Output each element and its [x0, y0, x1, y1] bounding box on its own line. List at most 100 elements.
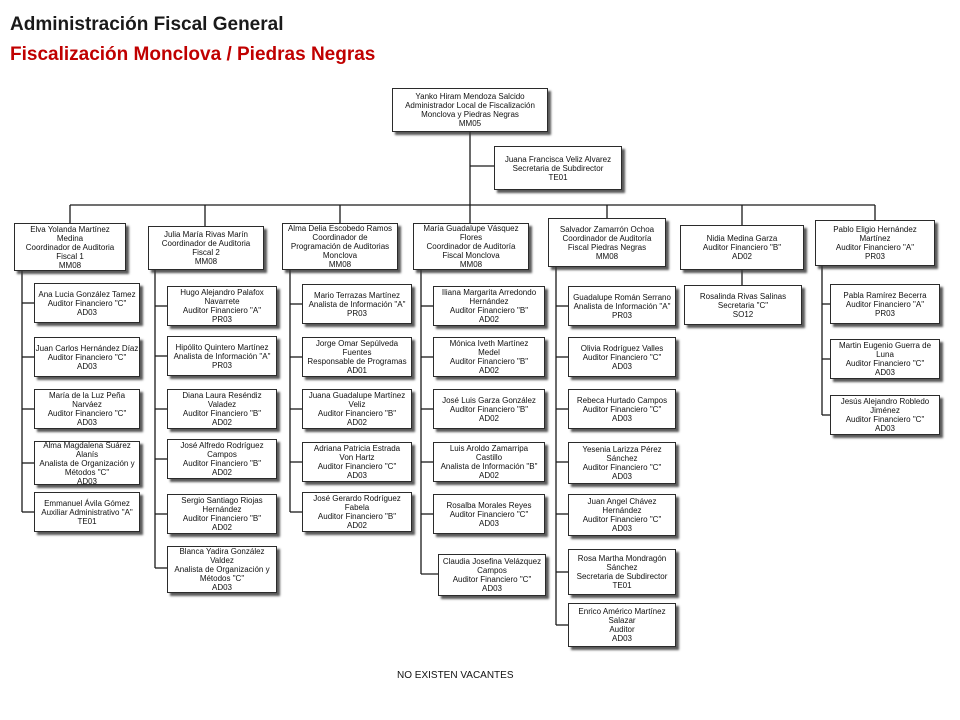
node-text-line: PR03: [346, 308, 367, 318]
node-text-line: PR03: [211, 360, 232, 370]
node-text-line: Coordinador de Auditoria: [161, 239, 251, 248]
node-text-line: Alanís: [75, 449, 99, 459]
node-text-line: AD02: [346, 418, 367, 427]
node-text-line: Iliana Margarita Arredondo: [441, 288, 537, 297]
node-text-line: Claudia Josefina Velázquez: [442, 557, 542, 566]
node-text-line: Auditor Financiero "C": [845, 415, 925, 424]
node-text-line: AD02: [478, 315, 499, 324]
node-text-line: Sergio Santiago Riojas: [181, 496, 263, 505]
node-text-line: Analista de Organización y: [39, 458, 135, 468]
node-text-line: Rosa Martha Mondragón: [577, 554, 667, 563]
node-text-line: AD03: [76, 418, 97, 427]
node-text-line: MM05: [458, 119, 482, 128]
node-text-line: Ana Lucia González Tamez: [38, 289, 136, 299]
node-text-line: Juan Angel Chávez: [587, 497, 657, 506]
node-text-line: Programación de Auditorias: [290, 242, 390, 251]
node-text-line: Analista de Información "A": [573, 301, 671, 311]
node-text-line: AD02: [478, 366, 499, 375]
node-text-line: Auditor: [609, 625, 635, 634]
node-text-line: Rebeca Hurtado Campos: [576, 395, 668, 405]
node-text-line: Auditor Financiero "C": [582, 463, 662, 472]
node-text-line: AD03: [76, 361, 97, 371]
node-text-line: Mario Terrazas Martínez: [313, 290, 401, 300]
node-text-line: Von Hartz: [339, 453, 375, 462]
node-text-line: Fiscal 1: [56, 251, 84, 261]
node-text-line: Coordinador de Auditoria: [25, 242, 115, 252]
node-text-line: Elva Yolanda Martínez: [30, 224, 110, 234]
node-text-line: Mónica Iveth Martínez: [449, 339, 529, 348]
node-text-line: Pablo Eligio Hernández: [833, 225, 917, 234]
node-text-line: Alma Magdalena Suárez: [43, 441, 131, 450]
node-text-line: Analista de Información "B": [440, 462, 538, 471]
node-text-line: Juana Guadalupe Martínez: [308, 391, 406, 400]
node-text-line: MM08: [595, 251, 619, 261]
node-text-line: Coordinador de Auditoría: [426, 242, 516, 251]
node-text-line: Auditor Financiero "C": [47, 409, 127, 418]
node-text-line: Salazar: [608, 616, 636, 625]
node-text-line: AD01: [346, 366, 367, 375]
node-text-line: AD02: [731, 252, 752, 261]
node-text-line: Luna: [876, 350, 894, 359]
node-text-line: MM08: [194, 257, 218, 266]
node-text-line: AD03: [611, 413, 632, 423]
node-text-line: Guadalupe Román Serrano: [573, 292, 671, 302]
node-text-line: Analista de Información "A": [308, 299, 406, 309]
node-text-line: TE01: [77, 516, 97, 526]
node-text-line: AD02: [211, 468, 232, 477]
node-text-line: Secretaria de Subdirector: [512, 163, 604, 173]
node-text-line: Monclova: [322, 251, 358, 260]
node-text-line: Auditor Financiero "C": [582, 404, 662, 414]
node-text-line: José Luis Garza González: [442, 395, 536, 405]
page-subtitle: Fiscalización Monclova / Piedras Negras: [10, 44, 376, 65]
node-text-line: Analista de Organización y: [174, 565, 270, 574]
node-text-line: Secretaria "C": [717, 300, 769, 310]
node-text-line: Coordinador de: [312, 233, 368, 242]
node-text-line: Hernández: [469, 297, 509, 306]
node-text-line: Rosalba Morales Reyes: [446, 500, 532, 510]
node-text-line: Auditor Financiero "C": [845, 359, 925, 368]
node-text-line: AD02: [211, 418, 232, 427]
node-text-line: Auditor Financiero "A": [835, 243, 915, 252]
node-text-line: AD02: [478, 413, 499, 423]
node-text-line: Auxiliar Administrativo "A": [41, 507, 133, 517]
node-text-line: Salvador Zamarrón Ochoa: [559, 224, 655, 234]
node-text-line: Métodos "C": [64, 467, 110, 477]
node-text-line: Auditor Financiero "B": [182, 459, 262, 468]
node-text-line: PR03: [611, 310, 632, 320]
node-text-line: Sánchez: [606, 563, 638, 572]
node-text-line: Diana Laura Reséndiz: [182, 391, 262, 400]
node-text-line: Campos: [207, 450, 237, 459]
node-text-line: María de la Luz Peña: [48, 391, 126, 400]
node-text-line: Jorge Omar Sepúlveda: [315, 339, 399, 348]
node-text-line: AD03: [611, 524, 632, 533]
node-text-line: Navarrete: [204, 297, 240, 306]
node-text-line: Martínez: [859, 234, 891, 243]
node-text-line: Blanca Yadira González: [179, 547, 265, 556]
node-text-line: Coordinador de Auditoría: [562, 233, 652, 243]
node-text-line: AD03: [211, 583, 232, 592]
node-text-line: Martin Eugenio Guerra de: [838, 341, 932, 350]
node-text-line: AD03: [611, 472, 632, 481]
node-text-line: Jiménez: [870, 406, 900, 415]
node-text-line: Valdez: [210, 556, 234, 565]
node-text-line: Auditor Financiero "B": [317, 512, 397, 521]
node-text-line: María Guadalupe Vásquez: [423, 224, 519, 233]
node-text-line: AD03: [76, 476, 97, 485]
